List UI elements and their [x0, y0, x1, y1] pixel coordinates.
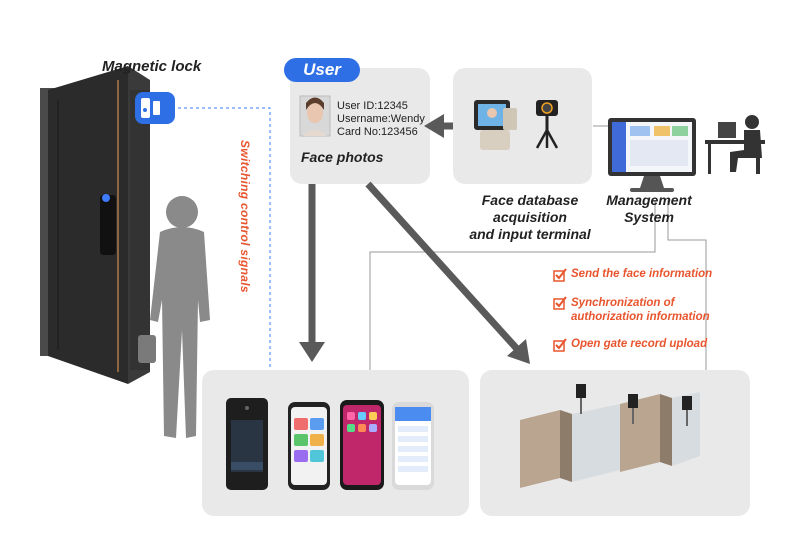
face-db-line2: acquisition [493, 209, 567, 225]
mgmt-label: Management System [594, 192, 704, 226]
function-text: Open gate record upload [571, 338, 708, 350]
username-text: Username:Wendy [337, 113, 425, 125]
face-db-line1: Face database [481, 192, 579, 208]
visitor-silhouette-icon [138, 196, 210, 438]
check-icon [553, 296, 567, 315]
check-icon [553, 338, 567, 357]
arrow-user-to-gates [365, 181, 530, 364]
user-id-text: User ID:12345 [337, 100, 408, 112]
function-text: authorization information [571, 311, 710, 323]
switching-line [178, 107, 271, 370]
switching-label: Switching control signals [238, 140, 252, 293]
mgmt-line2: System [624, 209, 674, 225]
user-info: User ID:12345 Username:Wendy Card No:123… [337, 100, 425, 139]
face-terminal-icon [474, 100, 517, 150]
admin-person-icon [705, 115, 765, 174]
arrow-user-to-devices [299, 184, 325, 362]
face-db-line3: and input terminal [469, 226, 591, 242]
face-device-image [226, 398, 268, 490]
function-item: Send the face information [553, 268, 712, 287]
face-photos-label: Face photos [301, 149, 384, 165]
face-photo-image [299, 95, 331, 137]
magnetic-lock-icon [135, 92, 175, 124]
magnetic-lock-label: Magnetic lock [102, 58, 202, 75]
arrow-terminal-to-user [424, 114, 453, 138]
phone-images [288, 400, 434, 490]
card-no-text: Card No:123456 [337, 126, 418, 138]
mgmt-line1: Management [606, 192, 692, 208]
function-item: Open gate record upload [553, 338, 707, 357]
user-tag: User [284, 58, 360, 82]
function-item: Synchronization of authorization informa… [553, 296, 710, 324]
check-icon [553, 268, 567, 287]
monitor-icon [608, 118, 696, 192]
door-image [40, 66, 150, 384]
camera-icon [535, 100, 559, 149]
face-db-label: Face database acquisition and input term… [448, 192, 612, 243]
function-text: Send the face information [571, 268, 713, 280]
turnstile-image [520, 384, 700, 488]
function-text: Synchronization of [571, 297, 675, 309]
